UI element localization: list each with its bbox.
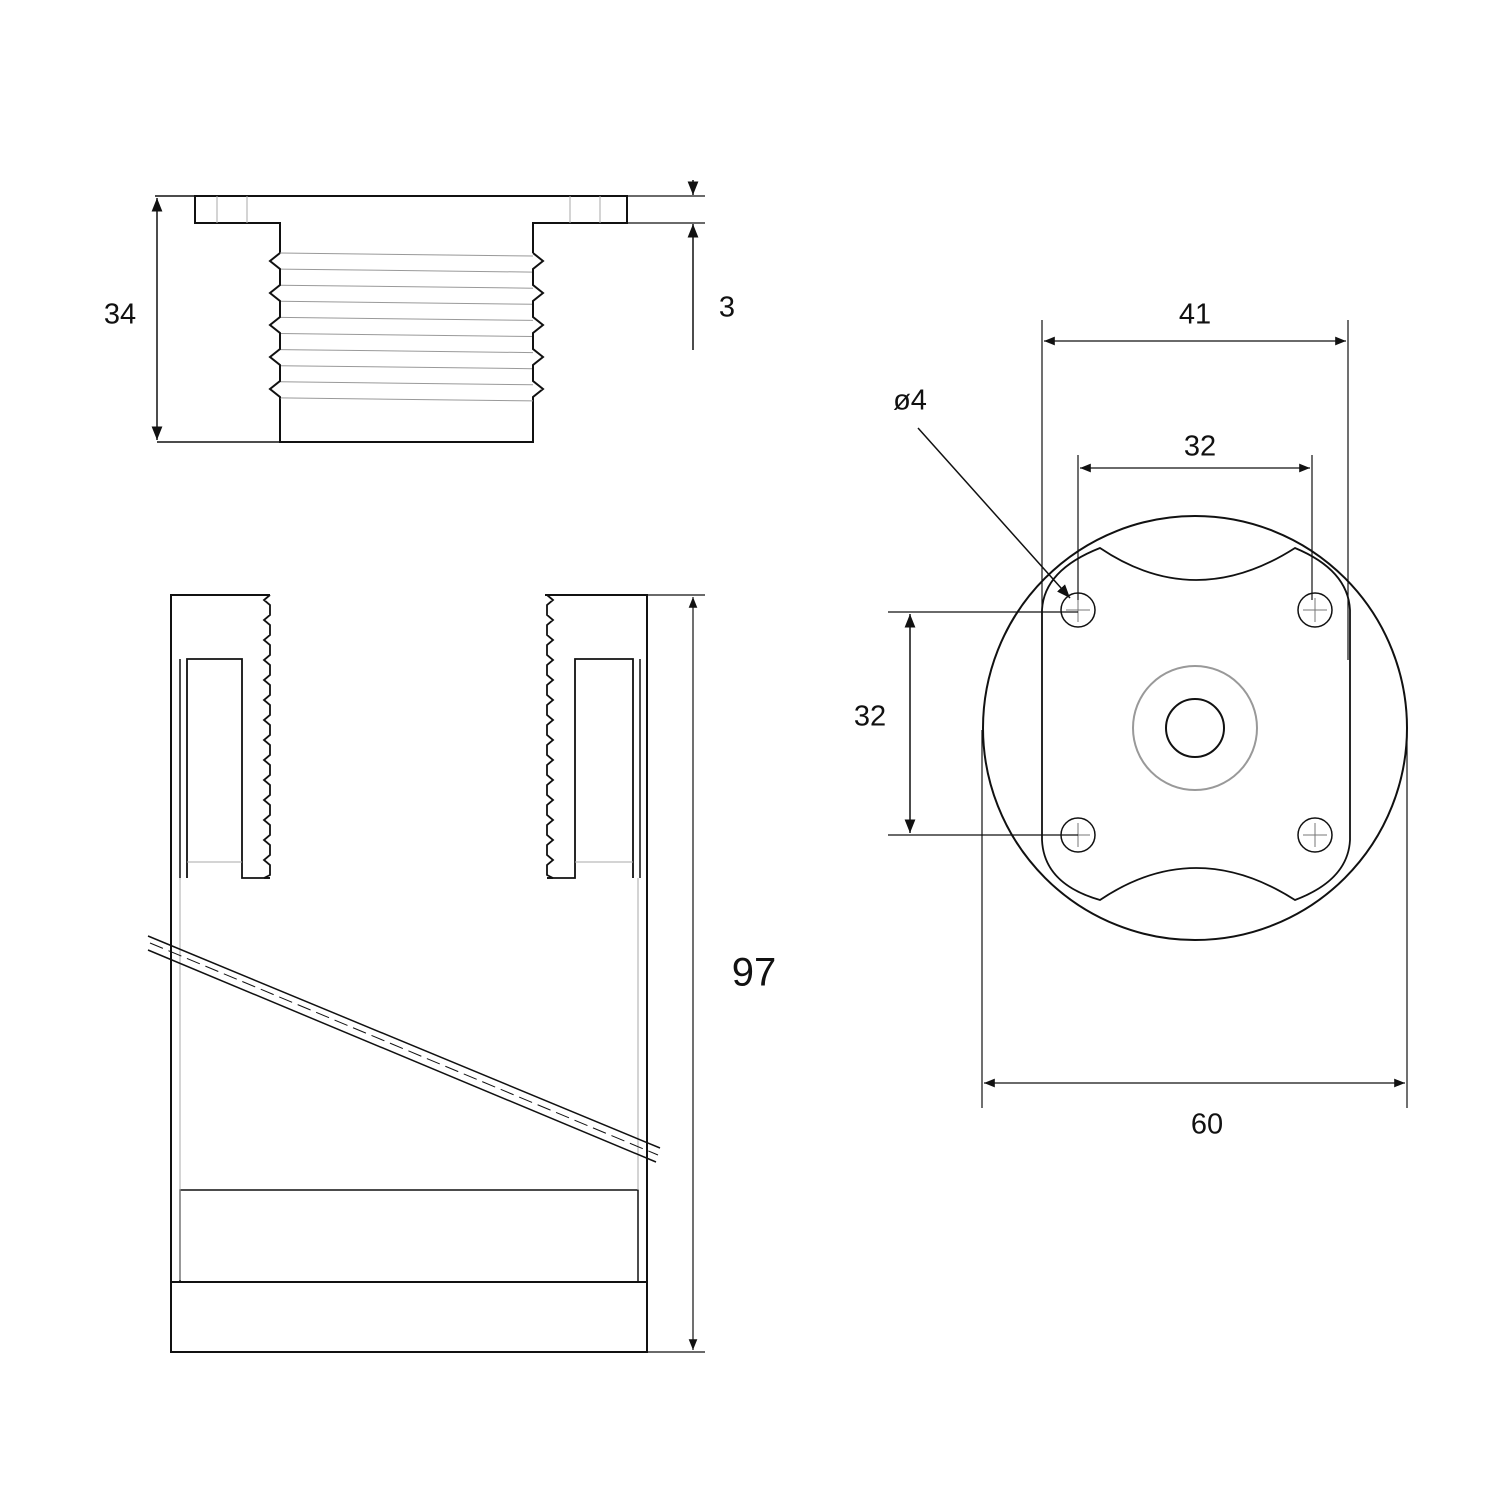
- leg-body-section-view: [147, 594, 661, 1353]
- dim-label-32-vertical: 32: [853, 700, 887, 733]
- thread-line: [279, 300, 534, 305]
- thread-line: [279, 252, 534, 257]
- thread-line: [279, 268, 534, 273]
- thread-line: [279, 365, 534, 370]
- thread-line: [279, 284, 534, 289]
- mounting-plate-top-view: [982, 515, 1408, 941]
- dim-label-97: 97: [731, 950, 777, 995]
- dim-label-41: 41: [1178, 298, 1212, 331]
- break-line: [147, 935, 661, 1163]
- hole-diameter-leader: [917, 427, 1071, 599]
- dim-label-34: 34: [103, 298, 137, 331]
- mounting-hole: [1297, 817, 1333, 853]
- dimension-97: [647, 594, 705, 1353]
- dimension-32-horizontal: [1077, 455, 1313, 600]
- thread-line: [279, 349, 534, 354]
- dim-label-32-horizontal: 32: [1183, 430, 1217, 463]
- mounting-hole: [1297, 592, 1333, 628]
- dim-label-3: 3: [718, 291, 736, 324]
- thread-line: [279, 397, 534, 402]
- dim-label-hole-diameter: ø4: [893, 384, 927, 417]
- dimension-41: [1041, 320, 1349, 660]
- thread-line: [279, 316, 534, 321]
- thread-line: [279, 381, 534, 386]
- threaded-insert-side-view: [155, 195, 705, 443]
- dim-label-60: 60: [1190, 1108, 1224, 1141]
- dimension-32-vertical: [888, 611, 1078, 836]
- dimension-60: [981, 730, 1408, 1108]
- thread-line: [279, 333, 534, 337]
